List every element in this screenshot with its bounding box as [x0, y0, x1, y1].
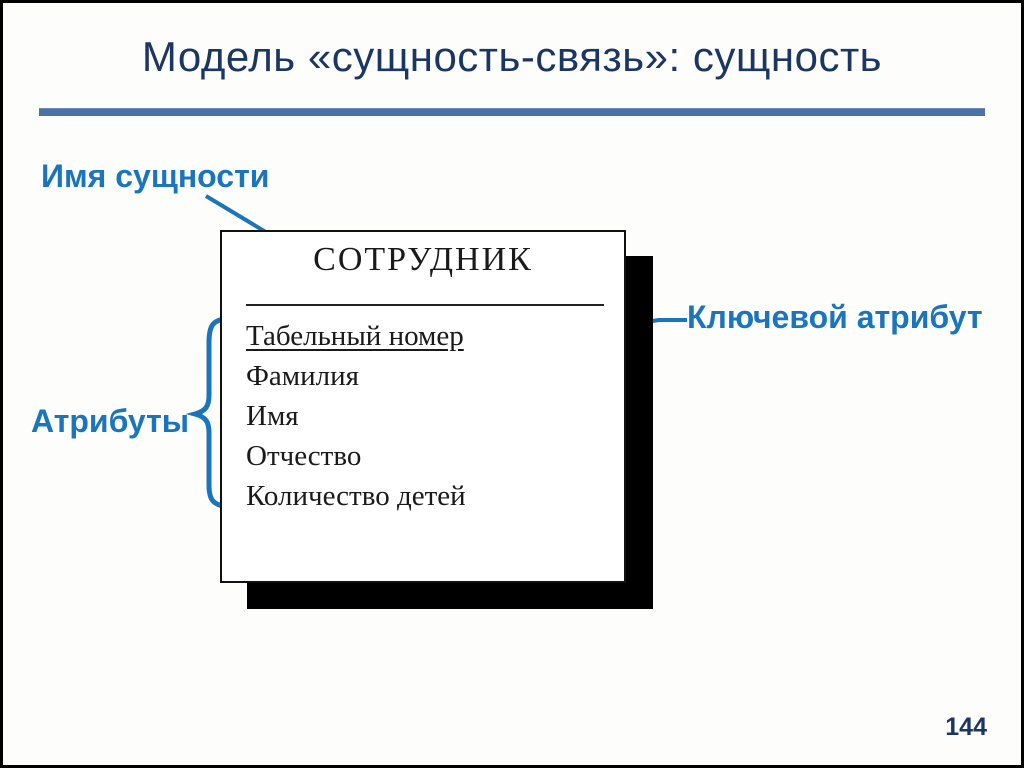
title-underline-rule — [39, 108, 985, 116]
attribute-item: Количество детей — [246, 480, 466, 512]
attribute-item: Отчество — [246, 440, 362, 472]
entity-box: СОТРУДНИК Табельный номер Фамилия Имя От… — [220, 230, 626, 583]
key-attribute-label: Ключевой атрибут — [687, 299, 983, 335]
attribute-item: Фамилия — [246, 360, 359, 392]
entity-name-label: Имя сущности — [41, 158, 270, 194]
attribute-list: Табельный номер Фамилия Имя Отчество Кол… — [222, 316, 624, 516]
page-number: 144 — [945, 713, 987, 741]
slide-title: Модель «сущность-связь»: сущность — [141, 33, 883, 80]
attribute-item: Имя — [246, 400, 299, 432]
entity-separator — [246, 304, 604, 306]
attribute-item-key: Табельный номер — [246, 320, 464, 352]
attributes-label: Атрибуты — [31, 403, 190, 439]
entity-title: СОТРУДНИК — [313, 241, 533, 278]
